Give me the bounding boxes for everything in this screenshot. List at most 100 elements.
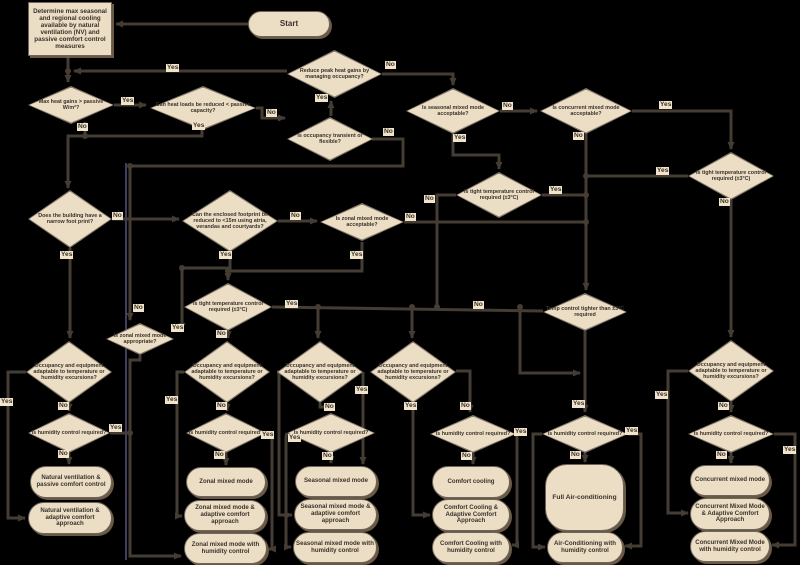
humidity-4-label: Is humidity control required? bbox=[435, 430, 511, 437]
connector-line bbox=[518, 307, 581, 377]
connector-line bbox=[85, 130, 204, 138]
branch-label: Yes bbox=[659, 101, 673, 109]
determine-box-label: Determine max seasonal and regional cool… bbox=[33, 7, 107, 51]
occ-adapt-1-label: Occupancy and equipment adaptable to tem… bbox=[33, 362, 105, 382]
branch-label: No bbox=[502, 102, 513, 110]
occ-adapt-3-label: Occupancy and equipment adaptable to tem… bbox=[284, 362, 356, 382]
comfort-adaptive-label: Comfort Cooling & Adaptive Comfort Appro… bbox=[443, 503, 499, 525]
node-occ-adapt-6: Occupancy and equipment adaptable to tem… bbox=[688, 340, 774, 402]
start-label: Start bbox=[279, 18, 299, 28]
branch-label: Yes bbox=[121, 97, 135, 105]
occ-adapt-4-label: Occupancy and equipment adaptable to tem… bbox=[377, 362, 449, 382]
node-seasonal-mm: Seasonal mixed mode bbox=[295, 466, 377, 497]
connector-line bbox=[382, 72, 457, 86]
branch-label: Yes bbox=[549, 186, 563, 194]
branch-label: Yes bbox=[404, 402, 418, 410]
connector-line bbox=[666, 369, 689, 517]
branch-label: No bbox=[214, 451, 225, 459]
comfort-humidity-label: Comfort Cooling with humidity control bbox=[440, 539, 502, 554]
branch-label: Yes bbox=[171, 324, 185, 332]
node-tight-temp-left: Is tight temperature control required (±… bbox=[184, 283, 272, 331]
branch-label: Yes bbox=[109, 424, 123, 432]
node-reduce-peak-gains: Reduce peak heat gains by managing occup… bbox=[287, 50, 382, 98]
footprint-reduced-label: Can the enclosed footprint be reduced to… bbox=[191, 211, 269, 231]
branch-label: Yes bbox=[656, 167, 670, 175]
connector-line bbox=[771, 432, 797, 549]
branch-label: No bbox=[112, 212, 123, 220]
occ-adapt-2-label: Occupancy and equipment adaptable to tem… bbox=[191, 362, 263, 382]
node-zonal-mm-acceptable: Is zonal mixed mode acceptable? bbox=[320, 203, 404, 241]
occupancy-transient-label: Is occupancy transient or flexible? bbox=[297, 132, 363, 145]
full-ac-label: Full Air-conditioning bbox=[552, 493, 617, 501]
node-tight-temp-right: Is tight temperature control required (±… bbox=[688, 152, 774, 200]
node-footprint-reduced: Can the enclosed footprint be reduced to… bbox=[182, 190, 278, 252]
node-concurrent-mm-acceptable: Is concurrent mixed mode acceptable? bbox=[540, 88, 632, 134]
connector-line bbox=[531, 432, 546, 551]
connector-line bbox=[271, 305, 544, 313]
branch-label: Yes bbox=[625, 427, 639, 435]
junction-dot bbox=[517, 304, 523, 310]
branch-label: No bbox=[290, 212, 301, 220]
node-tight-temp-mid: Is tight temperature control required (±… bbox=[456, 172, 542, 218]
branch-label: No bbox=[385, 61, 396, 69]
branch-label: No bbox=[58, 402, 69, 410]
branch-label: No bbox=[322, 452, 333, 460]
branch-label: Yes bbox=[0, 398, 14, 406]
junction-dot bbox=[583, 192, 589, 198]
branch-label: Yes bbox=[192, 122, 206, 130]
occ-adapt-6-label: Occupancy and equipment adaptable to tem… bbox=[695, 361, 767, 381]
max-heat-gains-label: Max heat gains > passive W/m²? bbox=[38, 98, 104, 111]
branch-label: No bbox=[133, 304, 144, 312]
seasonal-mm-label: Seasonal mixed mode bbox=[303, 477, 368, 485]
junction-dot bbox=[179, 265, 185, 271]
humidity-6-label: Is humidity control required? bbox=[693, 430, 769, 437]
branch-label: Yes bbox=[60, 251, 74, 259]
node-ac-humidity: Air-Conditioning with humidity control bbox=[547, 532, 623, 563]
node-zonal-mm: Zonal mixed mode bbox=[186, 467, 266, 497]
branch-label: No bbox=[473, 301, 484, 309]
node-full-ac: Full Air-conditioning bbox=[545, 464, 624, 531]
node-nv-passive: Natural ventilation & passive comfort co… bbox=[30, 466, 112, 498]
reduce-peak-gains-label: Reduce peak heat gains by managing occup… bbox=[299, 67, 370, 80]
zonal-mm-acceptable-label: Is zonal mixed mode acceptable? bbox=[335, 215, 389, 228]
node-humidity-4: Is humidity control required? bbox=[430, 415, 516, 453]
humidity-3-label: Is humidity control required? bbox=[293, 429, 369, 436]
branch-label: No bbox=[570, 451, 581, 459]
junction-dot bbox=[225, 268, 231, 274]
node-occ-adapt-2: Occupancy and equipment adaptable to tem… bbox=[184, 341, 270, 403]
zonal-mm-label: Zonal mixed mode bbox=[199, 477, 253, 485]
branch-label: Yes bbox=[655, 391, 669, 399]
connector-line bbox=[64, 122, 87, 189]
connector-line bbox=[266, 431, 276, 553]
branch-label: No bbox=[405, 213, 416, 221]
connector-line bbox=[128, 355, 182, 560]
zonal-adaptive-label: Zonal mixed mode & adaptive comfort appr… bbox=[195, 504, 255, 525]
concurrent-humidity-label: Concurrent Mixed Mode with humidity cont… bbox=[695, 538, 765, 553]
node-zonal-mm-appropriate: Is zonal mixed mode appropriate? bbox=[106, 323, 174, 355]
node-zonal-humidity: Zonal mixed mode with humidity control bbox=[184, 533, 267, 564]
humidity-2-label: Is humidity control required? bbox=[188, 429, 264, 436]
connector-line bbox=[435, 193, 456, 307]
connector-line bbox=[6, 370, 26, 522]
branch-label: Yes bbox=[165, 396, 179, 404]
branch-label: No bbox=[460, 402, 471, 410]
junction-dot bbox=[409, 304, 415, 310]
node-zonal-adaptive: Zonal mixed mode & adaptive comfort appr… bbox=[184, 500, 266, 531]
branch-label: No bbox=[719, 198, 730, 206]
humidity-1-label: Is humidity control required? bbox=[31, 429, 107, 436]
seasonal-adaptive-label: Seasonal mixed mode & adaptive comfort a… bbox=[300, 503, 371, 524]
node-seasonal-humidity: Seasonal mixed mode with humidity contro… bbox=[293, 532, 377, 563]
node-occ-adapt-1: Occupancy and equipment adaptable to tem… bbox=[26, 341, 112, 403]
tight-temp-mid-label: Is tight temperature control required (±… bbox=[463, 188, 535, 201]
node-comfort-humidity: Comfort Cooling with humidity control bbox=[432, 532, 510, 563]
connector-line bbox=[175, 370, 184, 520]
branch-label: Yes bbox=[355, 386, 369, 394]
connector-line bbox=[126, 137, 405, 321]
junction-dot bbox=[583, 219, 589, 225]
node-occ-adapt-3: Occupancy and equipment adaptable to tem… bbox=[277, 341, 363, 403]
tight-temp-right-label: Is tight temperature control required (±… bbox=[695, 169, 767, 182]
seasonal-humidity-label: Seasonal mixed mode with humidity contro… bbox=[296, 539, 374, 554]
node-humidity-5: Is humidity control required? bbox=[542, 415, 628, 453]
zonal-humidity-label: Zonal mixed mode with humidity control bbox=[191, 540, 260, 555]
